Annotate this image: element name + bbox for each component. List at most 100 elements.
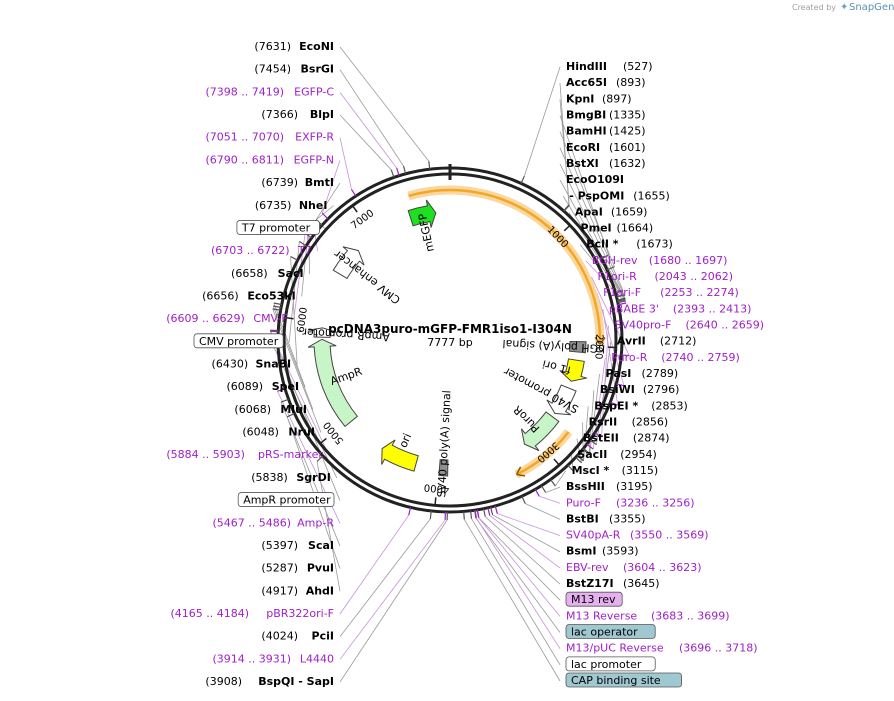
site-label: SgrDI(5838) xyxy=(251,471,331,484)
primer-name: EGFP-C xyxy=(294,85,334,98)
feature-box xyxy=(193,333,284,349)
feature-arrow xyxy=(381,439,419,472)
site-marker xyxy=(575,456,582,464)
feature-box-label: AmpR promoter xyxy=(243,494,331,507)
site-position: (3908) xyxy=(205,675,242,688)
tick-label: 2000 xyxy=(592,334,604,360)
leader-line xyxy=(588,390,595,455)
leader-line xyxy=(339,137,352,190)
feature-box xyxy=(565,591,623,607)
site-label: BGH-rev(1680 .. 1697) xyxy=(592,254,728,267)
site-label: EcoRI(1601) xyxy=(566,141,646,154)
site-position: (1664) xyxy=(617,222,654,235)
enzyme-name: EcoO109I xyxy=(566,173,624,186)
primer-name: M13 Reverse xyxy=(566,609,637,622)
site-label: F1ori-R(2043 .. 2062) xyxy=(598,270,734,283)
site-label: NruI(6048) xyxy=(242,426,315,439)
enzyme-name: SnaBI xyxy=(255,358,291,371)
site-position: (4917) xyxy=(261,584,298,597)
leader-line xyxy=(339,518,431,637)
site-position: (2393 .. 2413) xyxy=(673,302,752,315)
site-position: (2856) xyxy=(632,415,669,428)
site-label: BstZ17I(3645) xyxy=(566,577,660,590)
site-label: AvrII(2712) xyxy=(617,335,697,348)
leader-line xyxy=(475,517,561,633)
enzyme-name: BsrGI xyxy=(301,63,334,76)
site-marker xyxy=(494,505,498,514)
site-label: M13/pUC Reverse(3696 .. 3718) xyxy=(566,642,758,655)
site-position: (1659) xyxy=(611,205,648,218)
tick-mark xyxy=(553,458,560,466)
site-position: (1673) xyxy=(636,238,673,251)
primer-name: F1ori-F xyxy=(603,286,641,299)
site-position: (6068) xyxy=(234,403,271,416)
tick-label: 6000 xyxy=(296,307,310,334)
enzyme-name: BspEI * xyxy=(594,399,638,412)
feature-label: AmpR promoter xyxy=(302,325,390,343)
enzyme-name: SacI xyxy=(278,267,304,280)
leader-line xyxy=(523,66,561,177)
plasmid-length: 7777 bp xyxy=(427,336,472,349)
leader-line xyxy=(545,486,561,493)
site-marker xyxy=(601,254,609,260)
site-label: Puro-F(3236 .. 3256) xyxy=(566,496,695,509)
feature-box-label: CAP binding site xyxy=(571,674,661,687)
tick-label: 7000 xyxy=(349,208,376,232)
leader-line xyxy=(478,517,561,601)
site-label: AhdI (4917) xyxy=(261,584,334,597)
site-label: BstEII(2874) xyxy=(583,432,670,445)
site-label: ScaI(5397) xyxy=(261,539,334,552)
enzyme-name: BsiWI xyxy=(600,383,635,396)
site-label: EGFP-C(7398 .. 7419) xyxy=(205,85,334,98)
site-label: BmtI(6739) xyxy=(261,176,334,189)
site-marker xyxy=(272,308,281,311)
site-label: pBABE 3' (2393 .. 2413) xyxy=(609,302,752,315)
site-label: BstBI(3355) xyxy=(566,512,646,525)
site-label: L4440(3914 .. 3931) xyxy=(212,652,334,665)
leader-line xyxy=(339,514,410,615)
enzyme-name: NruI xyxy=(288,426,315,439)
site-label: HindIII(527) xyxy=(566,60,653,73)
feature-label: PuroR xyxy=(510,403,542,435)
enzyme-name: PvuI xyxy=(307,562,334,575)
site-label: BssHII(3195) xyxy=(566,480,653,493)
site-position: (3195) xyxy=(616,480,653,493)
site-position: (2043 .. 2062) xyxy=(655,270,734,283)
feature-box xyxy=(236,220,320,235)
site-label: EGFP-N(6790 .. 6811) xyxy=(205,153,334,166)
leader-line xyxy=(339,46,430,162)
primer-name: M13/pUC Reverse xyxy=(566,642,664,655)
site-position: (2740 .. 2759) xyxy=(661,351,740,364)
enzyme-name: RsrII xyxy=(589,415,618,428)
leader-line xyxy=(484,516,561,585)
site-position: (5287) xyxy=(261,562,298,575)
leader-line xyxy=(269,330,341,501)
feature-label: SV40 poly(A) signal xyxy=(435,390,453,498)
leader-line xyxy=(272,308,322,433)
site-label: pBR322ori-F(4165 .. 4184) xyxy=(170,607,334,620)
site-position: (6089) xyxy=(226,380,263,393)
site-marker xyxy=(490,506,494,516)
site-marker xyxy=(615,290,624,294)
primer-name: pBABE 3' xyxy=(609,302,659,315)
primer-name: pRS-marker xyxy=(258,448,323,461)
feature-arrow xyxy=(307,338,359,428)
site-position: (893) xyxy=(616,76,646,89)
site-marker xyxy=(469,510,473,519)
leader-line xyxy=(559,99,570,206)
site-label: F1ori-F(2253 .. 2274) xyxy=(603,286,739,299)
site-marker xyxy=(487,507,491,516)
site-marker xyxy=(520,175,525,184)
site-label: PvuI (5287) xyxy=(261,562,334,575)
leader-line xyxy=(559,179,626,299)
primer-name: pBR322ori-F xyxy=(266,607,334,620)
enzyme-name: EcoNI xyxy=(299,40,334,53)
leader-line xyxy=(339,519,448,683)
site-marker xyxy=(616,383,625,387)
leader-line xyxy=(269,339,338,479)
leader-line xyxy=(489,515,561,569)
site-marker xyxy=(550,479,556,487)
site-label: T7 promoter xyxy=(236,220,320,235)
enzyme-name: AhdI xyxy=(306,584,334,597)
